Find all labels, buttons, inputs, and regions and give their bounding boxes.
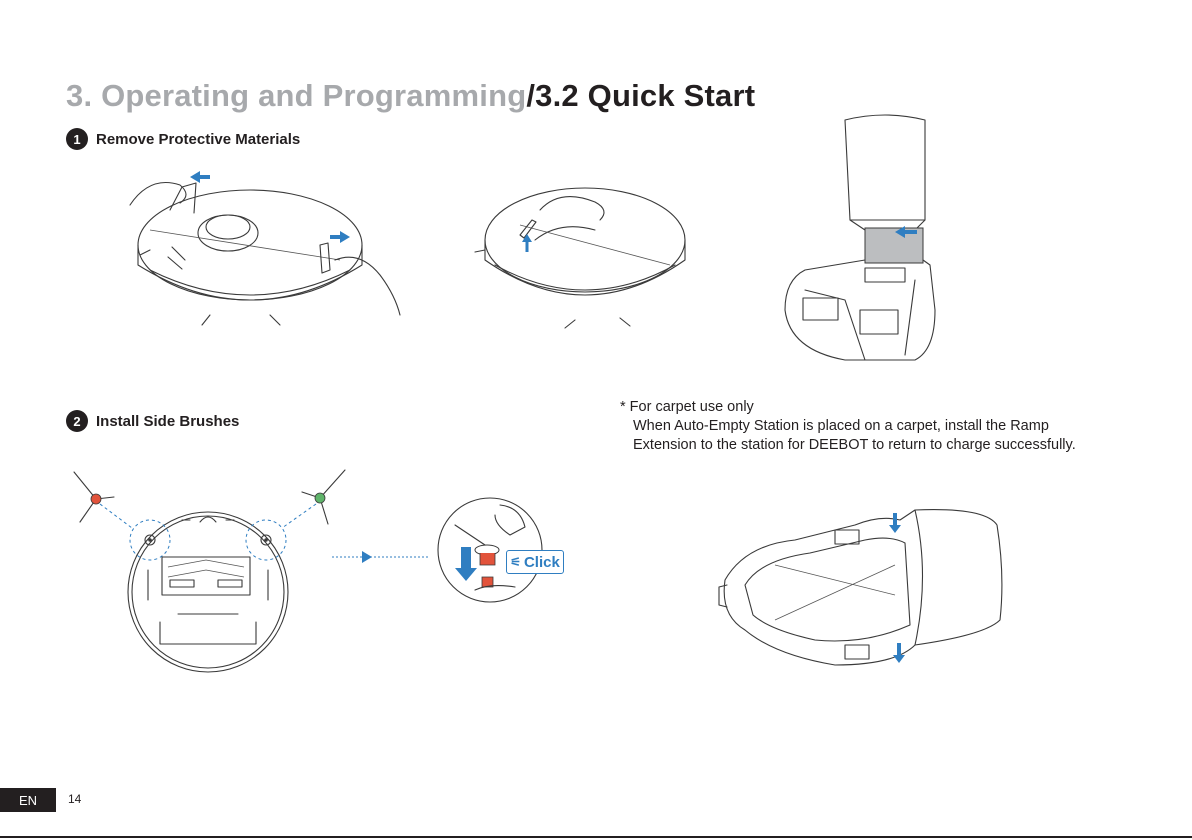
subsection-title: /3.2 Quick Start	[526, 78, 755, 113]
auto-empty-station-illustration	[785, 110, 945, 370]
step-1-heading: 1 Remove Protective Materials	[66, 128, 300, 150]
robot-bottom-side-brushes-illustration	[70, 462, 370, 672]
click-badge: ⚟ Click	[506, 550, 564, 574]
ramp-extension-illustration	[715, 505, 1005, 675]
step-2-label: Install Side Brushes	[96, 413, 239, 430]
carpet-note-line1: When Auto-Empty Station is placed on a c…	[620, 417, 1160, 436]
connector-arrow	[370, 550, 440, 564]
carpet-note: * For carpet use only When Auto-Empty St…	[620, 398, 1160, 455]
robot-remove-strips-illustration	[110, 165, 410, 330]
robot-remove-sensor-strip-illustration	[480, 180, 690, 330]
bottom-divider	[0, 836, 1192, 838]
page-number: 14	[68, 792, 81, 806]
step-2-heading: 2 Install Side Brushes	[66, 410, 239, 432]
click-sound-icon: ⚟	[510, 555, 521, 569]
section-title: 3. Operating and Programming	[66, 78, 526, 113]
carpet-note-line2: Extension to the station for DEEBOT to r…	[620, 436, 1160, 455]
click-label: Click	[524, 554, 560, 571]
carpet-note-heading: * For carpet use only	[620, 398, 1160, 417]
step-1-number: 1	[66, 128, 88, 150]
step-2-number: 2	[66, 410, 88, 432]
language-badge: EN	[0, 788, 56, 812]
step-1-label: Remove Protective Materials	[96, 131, 300, 148]
page-title: 3. Operating and Programming/3.2 Quick S…	[66, 78, 755, 114]
